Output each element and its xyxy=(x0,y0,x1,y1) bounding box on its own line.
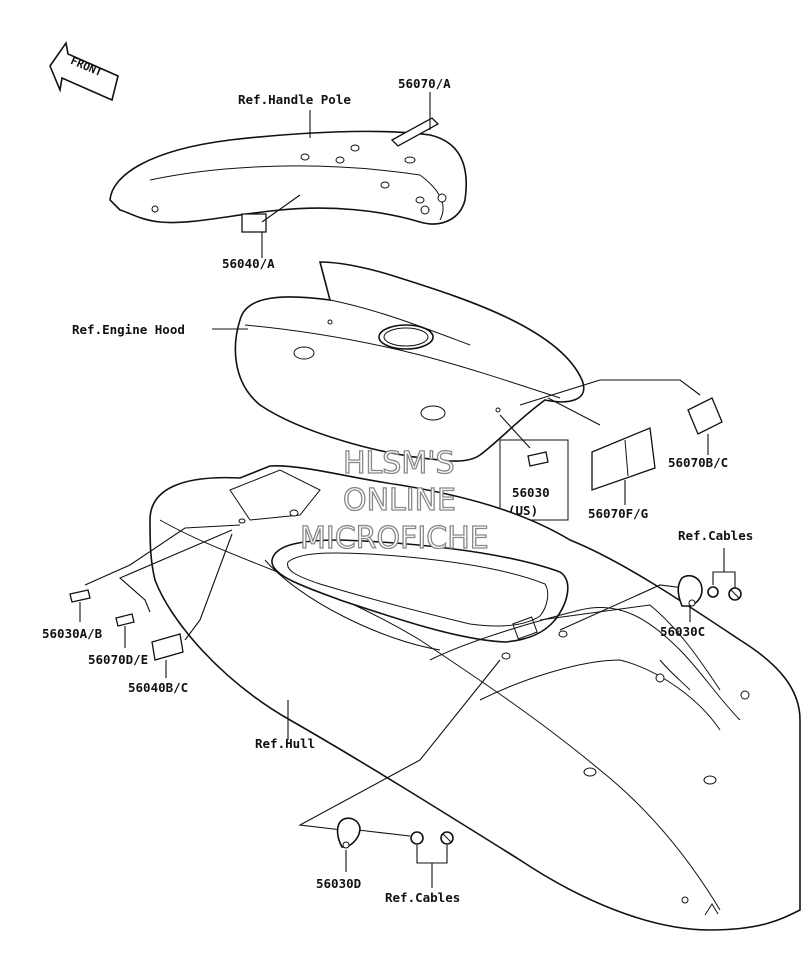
callout-56070-a: 56070/A xyxy=(398,76,451,91)
decal-56070-de xyxy=(115,613,135,627)
decal-56070-a xyxy=(390,117,440,147)
front-arrow-icon: FRONT xyxy=(49,40,119,102)
decal-56030-ab xyxy=(69,589,91,603)
decal-56070-bc xyxy=(687,397,723,435)
watermark-line2: ONLINE xyxy=(343,483,456,518)
watermark-line1: HLSM'S xyxy=(343,446,455,481)
handle-pole-part xyxy=(109,130,467,225)
callout-56070-de: 56070D/E xyxy=(88,652,148,667)
label-ref-hull: Ref.Hull xyxy=(255,736,315,751)
callout-56030-c: 56030C xyxy=(660,624,705,639)
us-bracket-box xyxy=(499,439,569,521)
callout-56030-d: 56030D xyxy=(316,876,361,891)
decal-56070-fg xyxy=(591,427,656,491)
label-ref-engine-hood: Ref.Engine Hood xyxy=(72,322,185,337)
engine-hood-part xyxy=(234,261,585,462)
decal-56040-bc xyxy=(151,633,184,661)
callout-56070-fg: 56070F/G xyxy=(588,506,648,521)
callout-56030-ab: 56030A/B xyxy=(42,626,103,641)
label-ref-cables-upper: Ref.Cables xyxy=(678,528,753,543)
label-ref-cables-lower: Ref.Cables xyxy=(385,890,460,905)
callout-56040-bc: 56040B/C xyxy=(128,680,188,695)
cable-clip-56030c xyxy=(677,574,703,607)
cable-clip-56030d xyxy=(336,817,361,848)
watermark: HLSM'S ONLINE MICROFICHE xyxy=(299,445,489,556)
label-ref-handle-pole: Ref.Handle Pole xyxy=(238,92,351,107)
callout-56070-bc: 56070B/C xyxy=(668,455,728,470)
hull-part xyxy=(149,465,801,931)
watermark-line3: MICROFICHE xyxy=(300,521,489,556)
callout-56040-a: 56040/A xyxy=(222,256,275,271)
decal-56030 xyxy=(527,451,549,467)
decal-56040-a xyxy=(241,213,267,233)
callout-56030: 56030 xyxy=(512,485,550,500)
